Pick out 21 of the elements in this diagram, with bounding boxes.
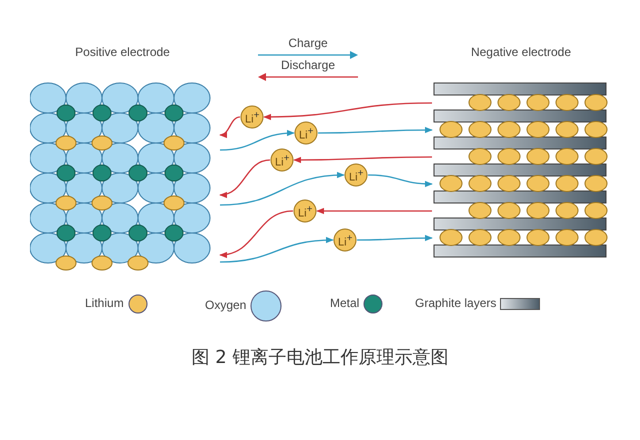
legend-label: Discharge [280, 58, 336, 72]
arrow [293, 156, 432, 164]
arrow [220, 130, 295, 151]
arrow [368, 174, 433, 187]
legend-label: Oxygen [205, 298, 246, 312]
arrow [220, 172, 345, 206]
arrow [318, 126, 433, 134]
arrow [316, 208, 432, 214]
legend-label: Graphite layers [415, 296, 496, 310]
legend-label: Metal [330, 296, 360, 310]
arrow [263, 102, 432, 120]
arrow [219, 116, 240, 138]
arrow [357, 234, 433, 242]
arrow [219, 159, 270, 198]
arrow [220, 237, 334, 263]
electrode-heading: Positive electrode [74, 45, 171, 59]
arrow [219, 210, 294, 258]
legend-label: Charge [287, 36, 329, 50]
figure-caption: 图 2 锂离子电池工作原理示意图 [190, 346, 450, 369]
legend-label: Lithium [85, 296, 124, 310]
electrode-heading: Negative electrode [470, 45, 572, 59]
